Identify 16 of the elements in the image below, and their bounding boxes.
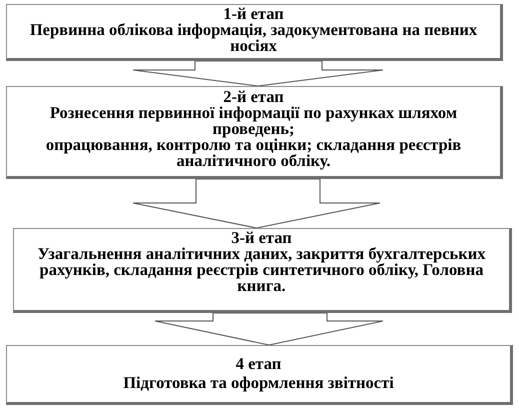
block-arrow [132,178,380,229]
block-arrow [132,60,384,86]
block-arrow [154,312,384,346]
stage-description: Первинна облікова інформація, задокументована на певних носіях [28,22,478,54]
stage-description: опрацювання, контролю та оцінки; складання реєстрів аналітичного обліку. [44,137,462,169]
stage-heading: 1-й етап [223,6,284,22]
stage-description: Узагальнення аналітичних даних, закриття бухгалтерських рахунків, складання реєстрів синтетичного обліку, Головна книга. [36,246,487,294]
stage-heading: 3-й етап [231,230,292,246]
stage-box [6,4,503,61]
stage-description: Підготовка та оформлення звітності [123,375,394,391]
stage-heading: 4 етап [236,356,282,372]
stage-box [6,345,513,405]
stage-box [13,228,512,313]
stage-description: Рознесення первинної інформації по рахунках шляхом проведень; [48,105,458,137]
stage-heading: 2-й етап [223,89,284,105]
stage-box [6,86,503,179]
